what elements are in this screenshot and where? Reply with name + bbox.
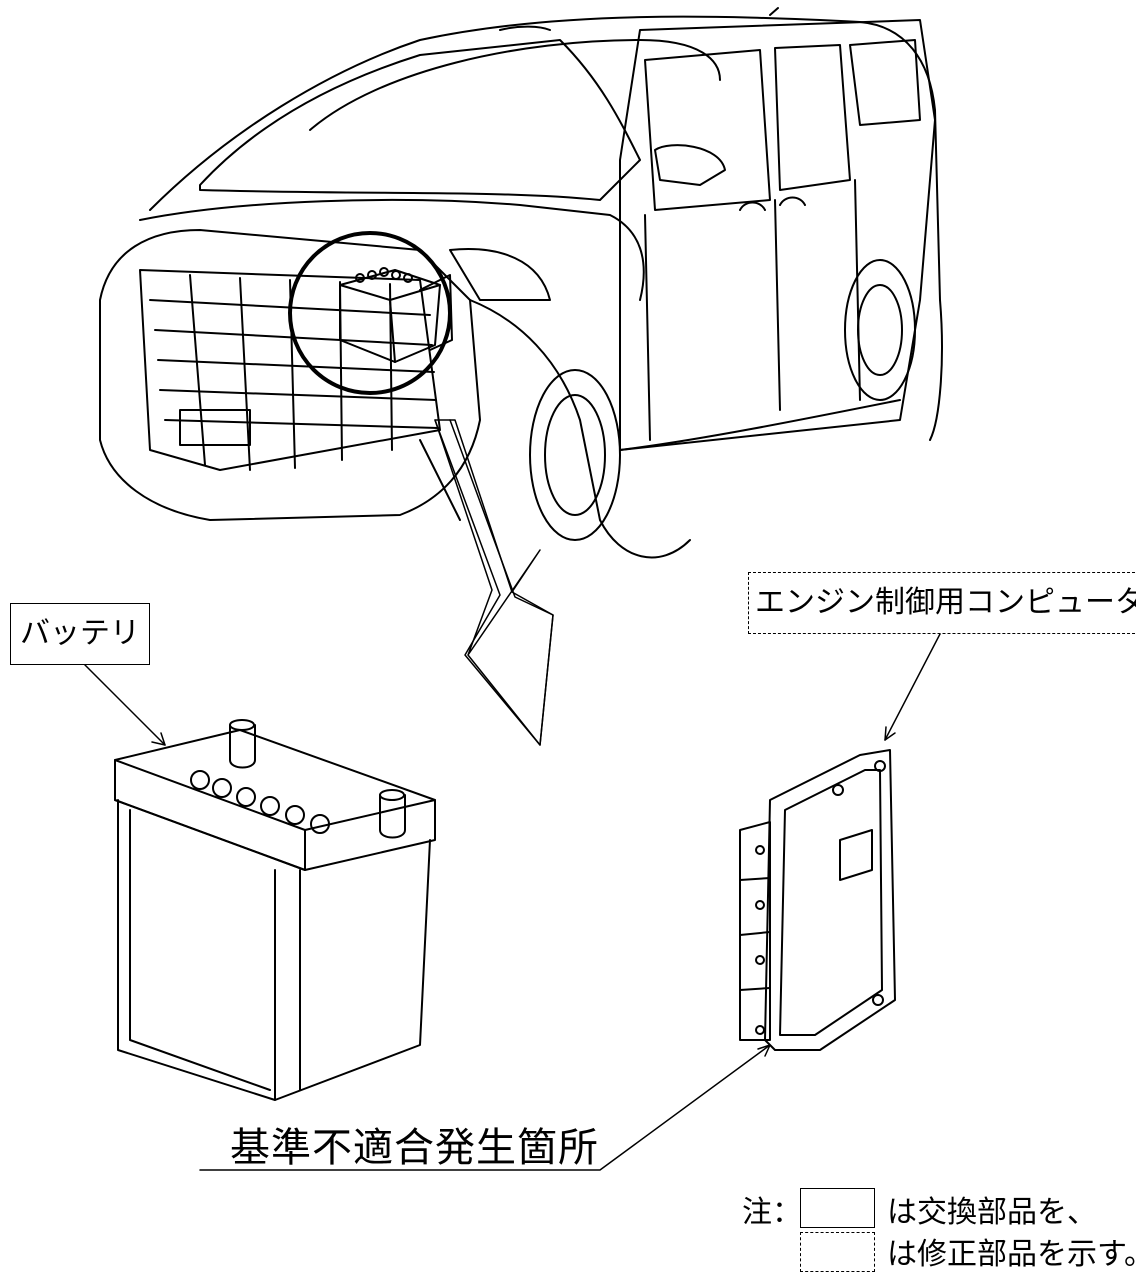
- caption-leader-line: [199, 1044, 771, 1171]
- battery-leader-line: [84, 664, 166, 746]
- battery-illustration: [114, 719, 436, 1101]
- ecu-label: エンジン制御用コンピュータ: [748, 572, 1136, 634]
- vehicle-illustration: [99, 7, 943, 559]
- battery-label: バッテリ: [10, 603, 150, 665]
- note-replaced-text: は交換部品を、: [887, 1195, 1097, 1230]
- note-modified-text: は修正部品を示す。: [887, 1237, 1136, 1272]
- note-prefix: 注：: [742, 1195, 802, 1230]
- replaced-part-legend-box: [800, 1188, 875, 1228]
- ecu-illustration: [739, 749, 896, 1051]
- magnify-circle: [288, 231, 452, 395]
- modified-part-legend-box: [800, 1232, 875, 1272]
- nonconformity-caption: 基準不適合発生箇所: [230, 1125, 599, 1171]
- ecu-leader-line: [884, 633, 941, 741]
- small-battery-illustration: [339, 267, 453, 363]
